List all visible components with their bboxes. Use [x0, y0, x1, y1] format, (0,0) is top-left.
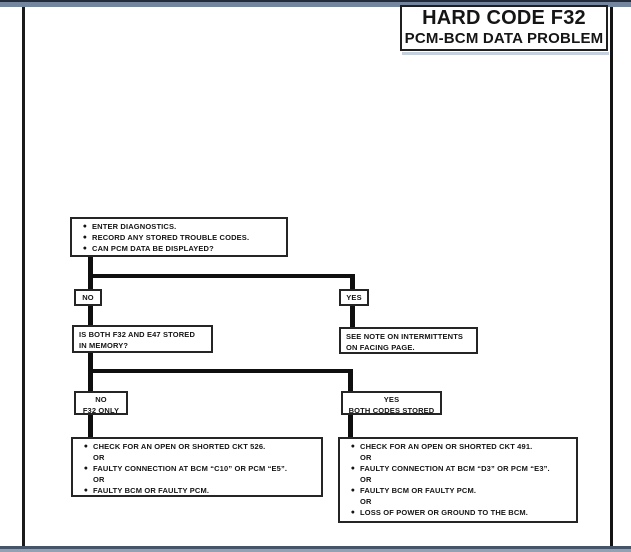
- list-item: ● CHECK FOR AN OPEN OR SHORTED CKT 491.: [346, 441, 572, 452]
- bullet-icon: ●: [82, 245, 88, 252]
- page-right-rule: [610, 7, 613, 547]
- connector-branch2-yes-down: [348, 369, 353, 393]
- page-bottom-border: [0, 546, 631, 549]
- connector-branch1-yes-down: [350, 274, 355, 291]
- list-item: OR: [360, 497, 372, 506]
- bullet-icon: ●: [350, 509, 356, 516]
- title-box-shadow: [402, 52, 609, 55]
- see-note-box: SEE NOTE ON INTERMITTENTS ON FACING PAGE…: [339, 327, 478, 354]
- page-left-rule: [22, 7, 25, 552]
- list-item: ● RECORD ANY STORED TROUBLE CODES.: [78, 232, 282, 243]
- page-bottom-bar: [0, 549, 631, 552]
- connector-yes2-down: [348, 413, 353, 439]
- bullet-icon: ●: [82, 223, 88, 230]
- list-item: ● CAN PCM DATA BE DISPLAYED?: [78, 243, 282, 254]
- branch2-yes-box: YES BOTH CODES STORED: [341, 391, 442, 415]
- connector-no2-down: [88, 413, 93, 439]
- page-title: HARD CODE F32: [422, 7, 586, 29]
- bullet-icon: ●: [350, 487, 356, 494]
- branch1-yes-box: YES: [339, 289, 369, 306]
- branch2-no-box: NO F32 ONLY: [74, 391, 128, 415]
- list-item: ● LOSS OF POWER OR GROUND TO THE BCM.: [346, 507, 572, 518]
- list-item: OR: [360, 453, 372, 462]
- list-item: ● ENTER DIAGNOSTICS.: [78, 221, 282, 232]
- memory-question-box: IS BOTH F32 AND E47 STORED IN MEMORY?: [72, 325, 213, 353]
- list-item: ● CHECK FOR AN OPEN OR SHORTED CKT 526.: [79, 441, 317, 452]
- bullet-icon: ●: [83, 465, 89, 472]
- connector-branch2-horizontal: [88, 369, 353, 373]
- right-actions-box: ● CHECK FOR AN OPEN OR SHORTED CKT 491. …: [338, 437, 578, 523]
- start-box: ● ENTER DIAGNOSTICS. ● RECORD ANY STORED…: [70, 217, 288, 257]
- list-item: ● FAULTY CONNECTION AT BCM “C10” OR PCM …: [79, 463, 317, 474]
- list-item: OR: [93, 475, 105, 484]
- page-top-border: [0, 0, 631, 2]
- list-item: ● FAULTY CONNECTION AT BCM “D3” OR PCM “…: [346, 463, 572, 474]
- bullet-icon: ●: [83, 487, 89, 494]
- list-item: OR: [360, 475, 372, 484]
- left-actions-box: ● CHECK FOR AN OPEN OR SHORTED CKT 526. …: [71, 437, 323, 497]
- title-box: HARD CODE F32 PCM-BCM DATA PROBLEM: [400, 5, 608, 51]
- connector-yes-to-note: [350, 305, 355, 329]
- bullet-icon: ●: [350, 443, 356, 450]
- list-item: OR: [93, 453, 105, 462]
- bullet-icon: ●: [350, 465, 356, 472]
- bullet-icon: ●: [82, 234, 88, 241]
- page-top-bar: [0, 2, 631, 7]
- page-subtitle: PCM-BCM DATA PROBLEM: [404, 30, 604, 47]
- bullet-icon: ●: [83, 443, 89, 450]
- list-item: ● FAULTY BCM OR FAULTY PCM.: [79, 485, 317, 496]
- connector-no-to-question: [88, 305, 93, 327]
- list-item: ● FAULTY BCM OR FAULTY PCM.: [346, 485, 572, 496]
- branch1-no-box: NO: [74, 289, 102, 306]
- connector-branch1-horizontal: [88, 274, 355, 278]
